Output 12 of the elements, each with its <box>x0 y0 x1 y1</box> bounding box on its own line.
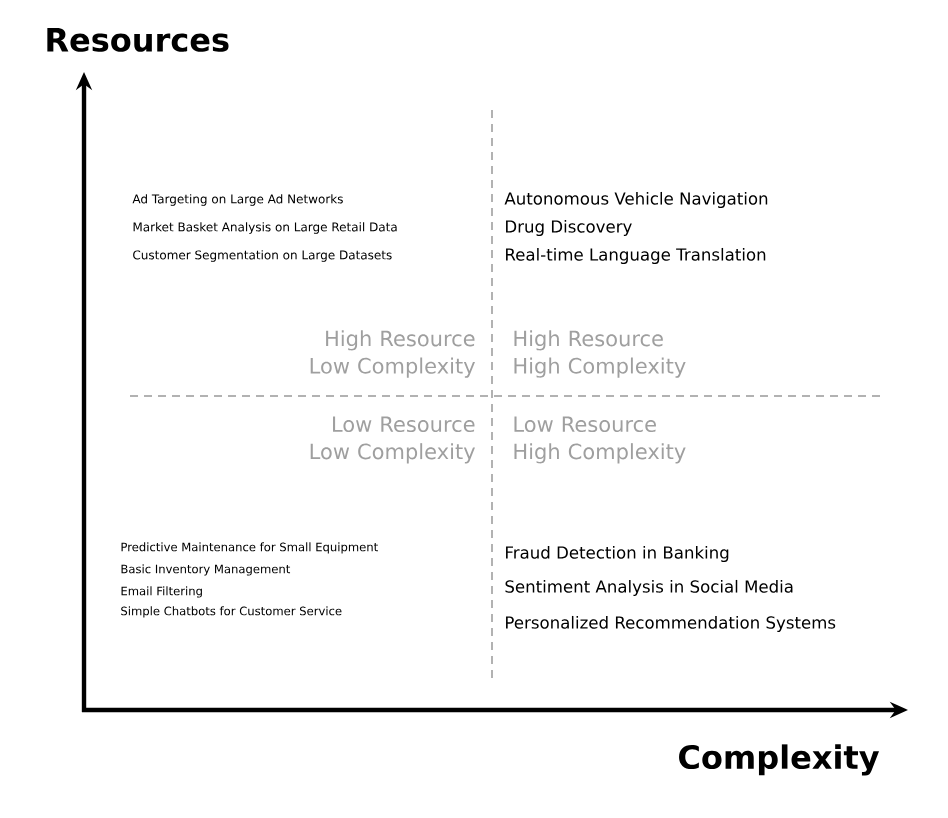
example-text: Real-time Language Translation <box>506 247 766 264</box>
quadrant-label: Low Resource Low Complexity <box>310 416 475 464</box>
axis-title: Complexity <box>679 744 879 776</box>
example-text: Personalized Recommendation Systems <box>506 615 836 632</box>
quadrant-label: Low Resource High Complexity <box>514 416 686 464</box>
axis-title: Resources <box>47 28 229 52</box>
quadrant-label: High Resource Low Complexity <box>310 330 475 378</box>
example-text: Fraud Detection in Banking <box>506 545 729 562</box>
example-text: Sentiment Analysis in Social Media <box>505 579 793 596</box>
example-text: Drug Discovery <box>506 219 632 236</box>
example-text: Autonomous Vehicle Navigation <box>504 191 768 208</box>
quadrant-label: High Resource High Complexity <box>514 330 686 378</box>
